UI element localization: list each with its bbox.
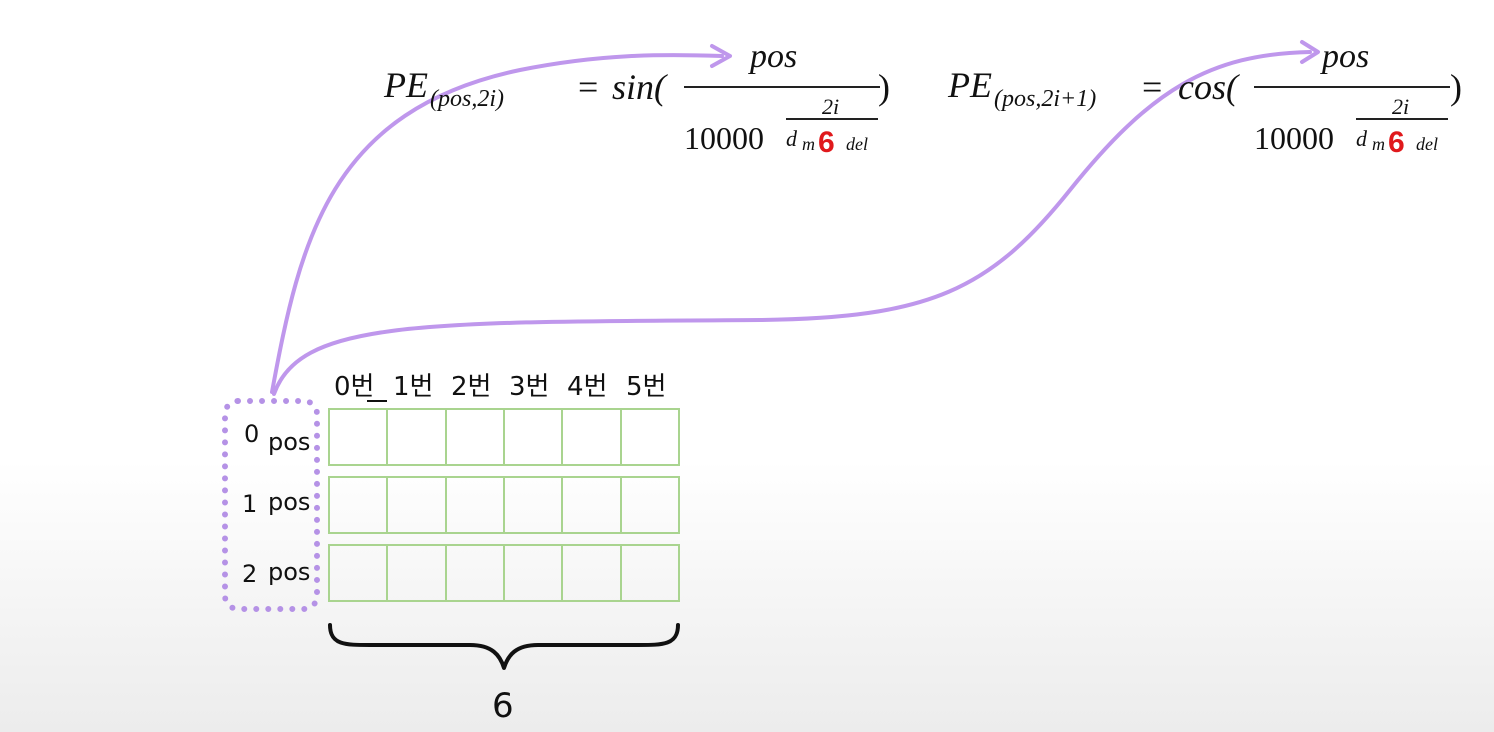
cos-exp-bar <box>1356 118 1448 120</box>
grid-cell <box>330 410 389 464</box>
cos-highlight-six: 6 <box>1388 126 1405 159</box>
sin-exp-sub-a: m <box>802 134 815 154</box>
grid-cell <box>563 478 622 532</box>
row-number: 2 <box>242 560 258 588</box>
sin-exp-bar <box>786 118 878 120</box>
grid-cell <box>388 546 447 600</box>
grid-cell <box>622 546 678 600</box>
cos-lhs-sub: (pos,2i+1) <box>994 86 1097 112</box>
column-label: 0번 <box>334 372 375 402</box>
cos-lhs-main: PE <box>948 65 992 105</box>
grid-row <box>328 544 680 602</box>
sin-fraction-bar <box>684 86 880 88</box>
grid-row <box>328 476 680 534</box>
cos-exp-sub-b: del <box>1416 134 1438 154</box>
row-number: 1 <box>242 490 258 518</box>
sin-lhs-sub: (pos,2i) <box>430 86 504 112</box>
arrow-head-cos <box>1300 40 1320 64</box>
sin-equals: = <box>578 67 599 107</box>
row-number: 0 <box>244 420 260 448</box>
sin-numerator: pos <box>750 38 798 75</box>
cos-exp-sub-a: m <box>1372 134 1385 154</box>
sin-exp-bottom: d <box>786 126 797 151</box>
grid-cell <box>563 546 622 600</box>
cos-numerator: pos <box>1322 38 1370 75</box>
cos-exp-top: 2i <box>1392 94 1410 119</box>
grid-cell <box>505 410 564 464</box>
grid-cell <box>622 478 678 532</box>
column-label: 1번 <box>393 372 434 402</box>
sin-close: ) <box>878 67 890 107</box>
grid-cell <box>388 478 447 532</box>
column-label: 3번 <box>509 372 550 402</box>
cos-exp-bottom: d <box>1356 126 1367 151</box>
sin-base: 10000 <box>684 120 764 156</box>
arrow-to-cos <box>272 50 1312 396</box>
sin-exp-top: 2i <box>822 94 840 119</box>
column-label-underline <box>367 400 387 402</box>
grid-cell <box>505 546 564 600</box>
dimension-label: 6 <box>492 686 514 726</box>
column-label: 5번 <box>626 372 667 402</box>
grid-cell <box>388 410 447 464</box>
cos-close: ) <box>1450 67 1462 107</box>
grid-row <box>328 408 680 466</box>
grid-cell <box>447 410 505 464</box>
position-highlight-box <box>222 398 320 612</box>
grid-cell <box>330 478 389 532</box>
grid-cell <box>563 410 622 464</box>
cos-base: 10000 <box>1254 120 1334 156</box>
curly-brace <box>328 623 680 670</box>
cos-equals: = <box>1142 67 1163 107</box>
grid-cell <box>447 478 505 532</box>
arrow-head-sin <box>710 44 732 68</box>
column-label: 2번 <box>451 372 492 402</box>
cos-func: cos( <box>1178 67 1238 107</box>
sin-exp-sub-b: del <box>846 134 868 154</box>
arrow-to-sin <box>270 53 724 394</box>
cos-fraction-bar <box>1254 86 1450 88</box>
row-label: pos <box>268 428 311 456</box>
row-label: pos <box>268 558 311 586</box>
sin-highlight-six: 6 <box>818 126 835 159</box>
row-label: pos <box>268 488 311 516</box>
grid-cell <box>622 410 678 464</box>
sin-lhs-main: PE <box>384 65 428 105</box>
column-label: 4번 <box>567 372 608 402</box>
grid-cell <box>330 546 389 600</box>
sin-func: sin( <box>612 67 666 107</box>
grid-cell <box>505 478 564 532</box>
grid-cell <box>447 546 505 600</box>
